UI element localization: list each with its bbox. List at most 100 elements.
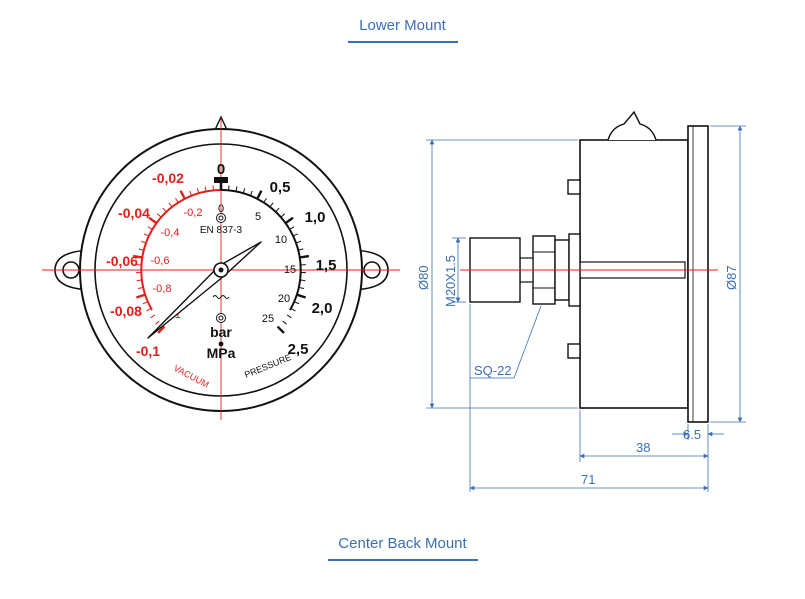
pointer-hub-center	[218, 267, 224, 273]
vacuum-mpa-label-008: -0,08	[110, 303, 142, 319]
vacuum-mpa-labels: -0,02 -0,04 -0,06 -0,08 -0,1	[106, 170, 184, 359]
dim-6-5-label: 6.5	[683, 427, 701, 442]
vacuum-tick	[155, 320, 160, 325]
vacuum-tick	[136, 279, 142, 282]
dim-sq22-label: SQ-22	[474, 363, 512, 378]
lower-mount-underline	[347, 41, 458, 43]
vacuum-tick	[135, 293, 146, 299]
gauge-side-view: M20X1.5 Ø80 Ø87 SQ-22 38 6.5 71	[416, 110, 746, 492]
vacuum-mpa-label-002: -0,02	[152, 170, 184, 186]
pressure-mpa-label-2-5: 2,5	[288, 341, 309, 358]
vacuum-tick	[132, 254, 143, 259]
pressure-mpa-label-0-5: 0,5	[270, 179, 291, 196]
pressure-tick	[296, 240, 302, 244]
lower-screw-icon	[216, 313, 226, 323]
pressure-tick	[286, 314, 292, 319]
pressure-tick	[249, 190, 253, 196]
dim-thread-label: M20X1.5	[443, 255, 458, 307]
pressure-tick	[263, 197, 267, 203]
pressure-bar-label-25: 25	[262, 313, 274, 325]
pressure-tick	[282, 320, 287, 325]
vacuum-tick	[142, 301, 148, 305]
vacuum-arc	[140, 189, 222, 311]
vacuum-bar-label-04: -0,4	[161, 227, 180, 239]
vacuum-tick	[146, 308, 152, 312]
zero-mpa-label: 0	[217, 161, 225, 178]
unit-bar-label: bar	[210, 324, 232, 340]
pressure-bar-labels: 5 10 15 20 25	[255, 211, 296, 325]
vacuum-tick	[143, 233, 149, 237]
pressure-bar-label-15: 15	[284, 264, 296, 276]
pressure-tick	[285, 216, 294, 224]
dim-dia80-label: Ø80	[416, 265, 431, 290]
pressure-tick	[276, 325, 285, 334]
pressure-mpa-label-1-0: 1,0	[305, 209, 326, 226]
standard-label: EN 837-3	[200, 225, 243, 236]
pressure-tick	[294, 301, 300, 305]
pressure-tick	[242, 188, 246, 194]
vacuum-tick	[179, 190, 186, 200]
vacuum-tick	[189, 190, 193, 196]
gauge-pointer	[147, 241, 262, 339]
vacuum-mpa-label-006: -0,06	[106, 253, 138, 269]
dim-dia87-label: Ø87	[724, 265, 739, 290]
upper-stud	[567, 179, 581, 195]
gauge-front-view: 0 0 0,5 1,0 1,5 2,0 2,5 5 10 15 20 25 -0…	[42, 115, 400, 420]
vacuum-tick	[147, 226, 153, 230]
vacuum-tick	[157, 325, 166, 334]
dimension-labels: M20X1.5 Ø80 Ø87 SQ-22 38 6.5 71	[416, 255, 739, 487]
dimension-lines	[426, 125, 746, 492]
bezel-flange	[687, 125, 709, 423]
unit-mpa-label: MPa	[207, 345, 236, 361]
center-back-mount-label: Center Back Mount	[338, 535, 467, 552]
pressure-mpa-label-1-5: 1,5	[316, 257, 337, 274]
vacuum-bar-label-06: -0,6	[151, 255, 170, 267]
vacuum-tick	[137, 286, 144, 290]
pressure-tick	[299, 254, 310, 259]
pressure-tick	[293, 233, 299, 237]
vacuum-tick	[150, 314, 156, 319]
pressure-mpa-labels: 0,5 1,0 1,5 2,0 2,5	[270, 179, 337, 358]
pressure-tick	[235, 186, 238, 192]
pressure-bar-label-10: 10	[275, 234, 287, 246]
pressure-tick	[296, 293, 307, 299]
dim-38-label: 38	[636, 440, 650, 455]
vacuum-mpa-label-01: -0,1	[136, 343, 160, 359]
vacuum-mpa-label-004: -0,04	[118, 205, 150, 221]
pressure-bar-label-20: 20	[278, 293, 290, 305]
wave-symbol	[212, 295, 230, 299]
zero-bar-label: 0	[218, 203, 224, 215]
vacuum-tick	[175, 197, 179, 203]
center-back-mount-underline	[327, 559, 478, 561]
upper-screw-icon	[216, 213, 226, 223]
vacuum-tick	[140, 240, 146, 244]
pressure-bar-label-5: 5	[255, 211, 261, 223]
pressure-tick	[300, 279, 306, 282]
vacuum-bar-label-08: -0,8	[153, 283, 172, 295]
zero-marker	[214, 177, 228, 183]
pressure-mpa-label-2-0: 2,0	[312, 300, 333, 317]
unit-separator-dot	[218, 341, 224, 347]
lower-mount-link[interactable]: Lower Mount	[0, 17, 805, 43]
side-vent-nub	[607, 110, 657, 141]
pressure-tick	[298, 286, 305, 290]
vacuum-tick	[162, 207, 167, 213]
pressure-tick	[290, 308, 296, 312]
pressure-tick	[269, 202, 274, 208]
vacuum-tick	[204, 186, 207, 192]
vacuum-bar-label-02: -0,2	[184, 207, 203, 219]
pressure-tick	[275, 207, 280, 213]
vacuum-tick	[156, 213, 162, 218]
vacuum-tick	[196, 188, 200, 194]
vacuum-tick	[168, 202, 173, 208]
vacuum-tick	[138, 248, 144, 251]
center-back-mount-link[interactable]: Center Back Mount	[0, 535, 805, 561]
pressure-arc	[220, 189, 302, 311]
pressure-tick	[280, 213, 286, 218]
pressure-tick	[256, 190, 263, 200]
vacuum-tick	[148, 216, 157, 224]
pressure-tick	[298, 248, 304, 251]
pressure-tick	[289, 226, 295, 230]
dim-71-label: 71	[581, 472, 595, 487]
